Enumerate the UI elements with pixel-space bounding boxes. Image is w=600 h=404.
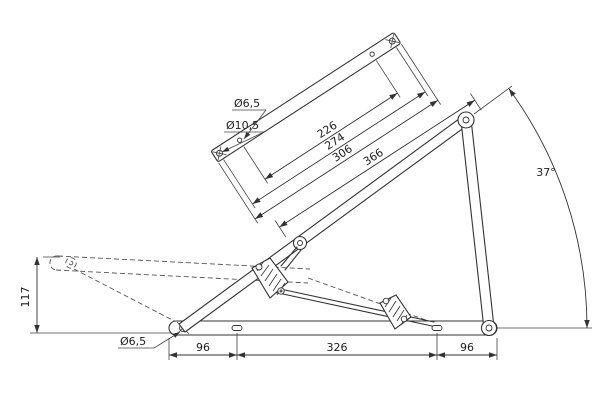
dimension-117: 117 [19, 256, 172, 334]
hole-callout-base: Ø6,5 [118, 331, 181, 349]
base-right-pivot [480, 319, 498, 337]
dim-96-right-label: 96 [460, 341, 474, 354]
dimension-bottom-spans: 96 326 96 [168, 333, 498, 360]
dimension-angle-37: 37° [473, 85, 592, 329]
lock-bracket-upper [251, 246, 302, 299]
dim-angle-label: 37° [536, 166, 556, 179]
rear-arm [460, 118, 495, 330]
dim-96-left-label: 96 [196, 341, 210, 354]
top-pivot [457, 111, 475, 129]
dim-117-label: 117 [19, 287, 32, 308]
dim-hole-large-label: Ø10,5 [226, 119, 259, 132]
center-mark-right [385, 34, 400, 49]
folded-pivot-hole [65, 257, 77, 269]
mid-pivot [292, 235, 308, 251]
dim-326-label: 326 [327, 341, 348, 354]
dimension-366: 366 [274, 93, 482, 238]
dim-hole-small-label: Ø6,5 [234, 97, 260, 110]
dim-hole-base-label: Ø6,5 [120, 335, 146, 348]
dim-366-label: 366 [361, 146, 386, 168]
hole-callouts-top: Ø6,5 Ø10,5 [221, 97, 267, 153]
center-mark-left [212, 146, 227, 161]
stay-rod [268, 286, 435, 327]
lock-bracket-lower [379, 294, 412, 330]
base-bar [168, 320, 498, 336]
base-slot-right [431, 325, 443, 331]
base-slot-left [231, 325, 243, 331]
